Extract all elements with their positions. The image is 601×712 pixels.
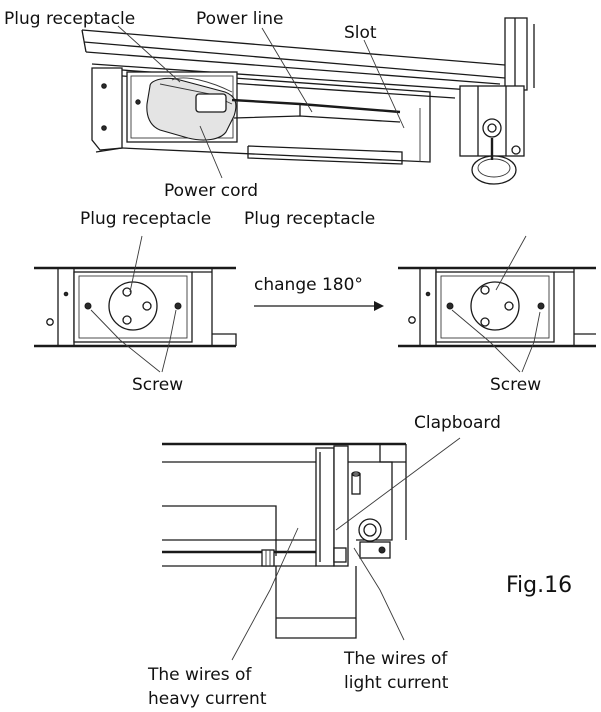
receptacle-before-rotation xyxy=(34,235,237,373)
receptacle-after-rotation xyxy=(398,235,596,373)
heavy-current-label-line1: The wires of xyxy=(147,665,252,685)
plug-receptacle-label-middle-right: Plug receptacle xyxy=(244,209,375,229)
rotation-label: change 180° xyxy=(254,275,363,295)
rotation-arrow xyxy=(254,301,384,311)
plug-receptacle-label-middle: Plug receptacle xyxy=(80,209,211,229)
slot-label: Slot xyxy=(344,23,377,43)
heavy-current-label-line2: heavy current xyxy=(148,689,267,709)
clapboard-label: Clapboard xyxy=(414,413,501,433)
light-current-label-line1: The wires of xyxy=(343,649,448,669)
screw-label-left: Screw xyxy=(132,375,183,395)
screw-label-right: Screw xyxy=(490,375,541,395)
plug-receptacle-label-top: Plug receptacle xyxy=(4,9,135,29)
top-view-drawing xyxy=(81,17,535,185)
clapboard-detail-drawing xyxy=(162,437,461,661)
power-cord-label: Power cord xyxy=(164,181,258,201)
light-current-label-line2: light current xyxy=(344,673,449,693)
figure-label: Fig.16 xyxy=(506,573,572,598)
power-line-label: Power line xyxy=(196,9,283,29)
